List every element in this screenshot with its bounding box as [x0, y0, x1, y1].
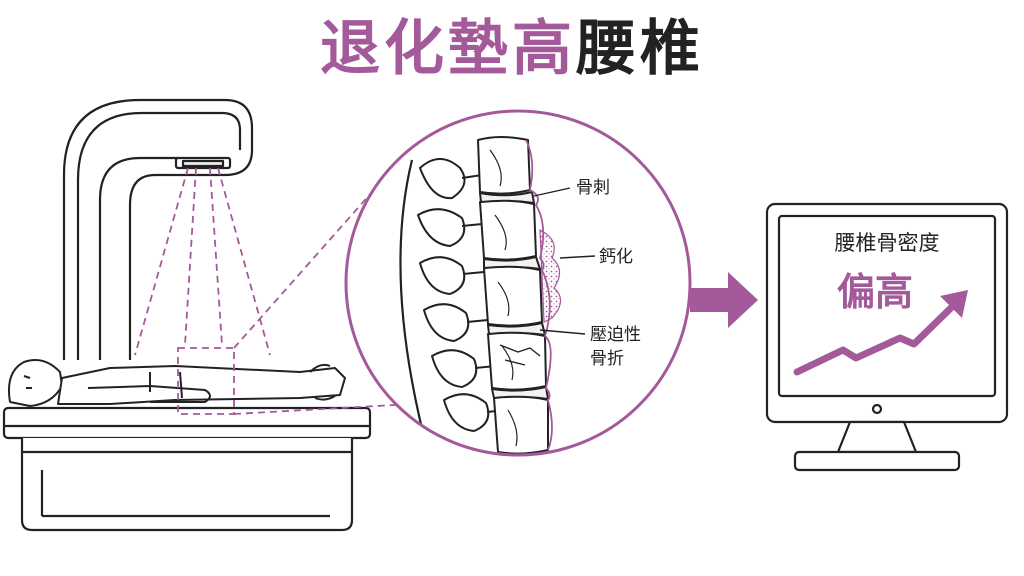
arrow-right-icon [690, 272, 758, 328]
title-dark: 腰椎 [576, 14, 704, 84]
dexa-scanner-icon [62, 98, 254, 360]
label-fracture-line2: 骨折 [590, 349, 624, 369]
patient-icon [8, 359, 346, 407]
scan-table [2, 406, 372, 532]
trend-up-arrow-icon [793, 290, 968, 376]
zoom-circle [344, 109, 692, 457]
monitor-heading: 腰椎骨密度 [835, 231, 940, 255]
label-fracture-line1: 壓迫性 [590, 325, 641, 345]
zoom-lines [233, 165, 413, 415]
spine-icon [399, 136, 549, 455]
label-osteophyte: 骨刺 [576, 178, 610, 198]
monitor-result: 偏高 [837, 270, 913, 314]
xray-beam [134, 167, 271, 356]
page-title: 退化墊高腰椎 [0, 14, 1024, 84]
title-accent: 退化墊高 [320, 14, 576, 84]
scan-region-box [177, 347, 235, 415]
leader-lines [533, 187, 596, 335]
label-calcification: 鈣化 [599, 247, 633, 267]
calcification-area [525, 139, 562, 451]
